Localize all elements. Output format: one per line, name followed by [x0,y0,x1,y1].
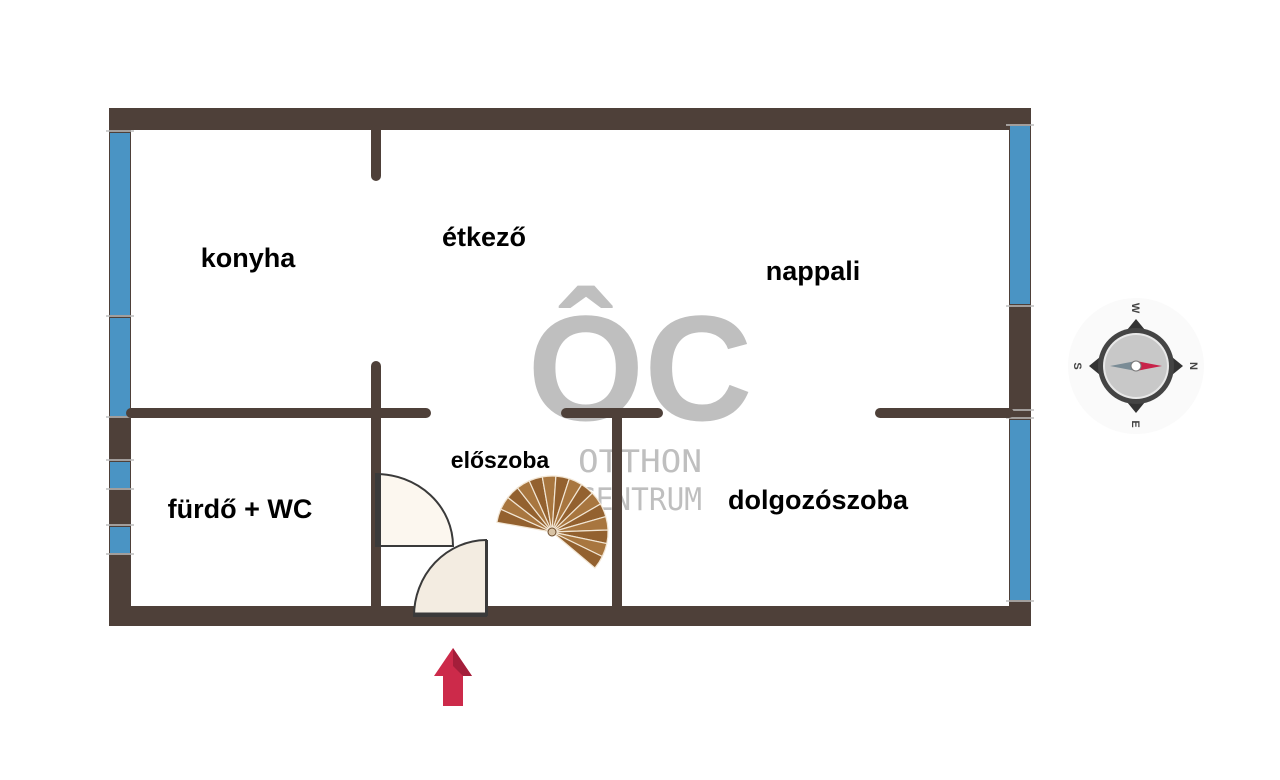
window-left-1 [110,133,130,315]
room-label-etkezo: étkező [442,222,526,252]
room-label-eloszoba: előszoba [451,447,550,473]
window-left-4 [110,527,130,553]
stair-center-post [547,527,557,537]
compass-east: E [1129,420,1141,427]
wall-bottom [109,606,1031,626]
watermark-logo: ÔC [528,284,753,452]
up-arrow-icon [434,648,472,706]
compass-rose-icon: W E S N [1068,298,1204,434]
window-right-2 [1010,420,1030,600]
compass-north: N [1187,362,1199,370]
room-label-konyha: konyha [201,243,297,273]
door-bathroom [375,472,455,547]
window-right-1 [1010,126,1030,304]
watermark-line1: OTTHON [578,444,702,480]
wall-top [109,108,1031,130]
compass-south: S [1071,362,1083,369]
compass-west: W [1129,303,1141,314]
otthon-centrum-watermark: ÔC OTTHON CENTRUM [528,284,753,518]
window-left-2 [110,318,130,416]
room-label-dolgozoszoba: dolgozószoba [728,485,909,515]
room-label-furdo: fürdő + WC [168,494,313,524]
stair-tread [551,531,604,569]
door-entrance [412,538,488,617]
window-left-3 [110,462,130,488]
spiral-staircase [496,475,609,569]
windows [106,124,1034,602]
room-labels: konyha étkező nappali előszoba fürdő + W… [168,222,909,524]
room-label-nappali: nappali [766,256,861,286]
